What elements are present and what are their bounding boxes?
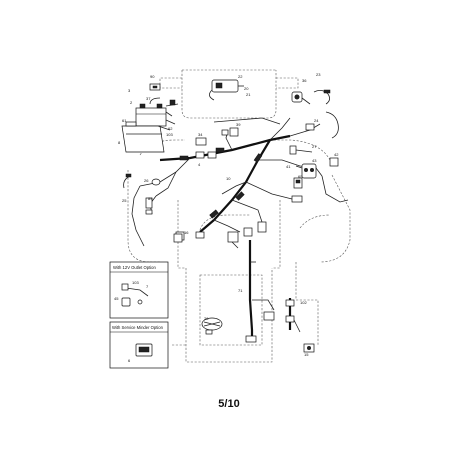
part-89	[145, 197, 153, 215]
part-16	[173, 233, 183, 243]
part-26	[151, 178, 161, 186]
callout-26: 26	[144, 178, 149, 183]
callout-62: 62	[168, 126, 173, 131]
callout-36: 36	[302, 78, 307, 83]
callout-42: 42	[334, 152, 339, 157]
callout-43: 43	[312, 158, 317, 163]
callout-24: 24	[314, 118, 319, 123]
callout-15: 15	[304, 352, 309, 357]
lead-24	[305, 111, 339, 139]
callout-2: 2	[130, 100, 133, 105]
main-harness	[131, 117, 349, 247]
starter-solenoid	[295, 163, 317, 179]
headlight-switch	[291, 91, 311, 105]
battery	[135, 103, 167, 127]
callout-21: 21	[246, 92, 251, 97]
callout-22: 22	[238, 74, 243, 79]
part-15	[303, 343, 315, 353]
callout-25: 25	[122, 198, 127, 203]
callout-8: 8	[118, 140, 121, 145]
part-39	[221, 127, 239, 137]
callout-65: 65	[298, 174, 303, 179]
part-42	[329, 157, 339, 167]
callout-20: 20	[244, 86, 249, 91]
part-90	[149, 83, 161, 91]
callout-37: 37	[146, 96, 151, 101]
callout-23: 23	[316, 72, 321, 77]
part-65	[293, 177, 303, 189]
callout-16: 16	[184, 230, 189, 235]
inset-12v-outlet-title: With 12V Outlet Option	[113, 265, 156, 270]
callout-71: 71	[238, 288, 243, 293]
part-27	[289, 145, 313, 155]
part-4	[195, 151, 217, 159]
inset-service-minder-title: With Service Minder Option	[112, 325, 164, 330]
part-29	[201, 317, 223, 335]
rear-harness	[245, 240, 275, 343]
part-10	[227, 227, 253, 249]
callout-labels: 90 22 20 21 23 36 3 2 37 61 62 103 8 34 …	[114, 72, 339, 363]
callout-41: 41	[286, 164, 291, 169]
callout-61: 61	[122, 118, 127, 123]
callout-10: 10	[226, 176, 231, 181]
callout-103-a: 103	[166, 132, 173, 137]
callout-102: 102	[300, 300, 307, 305]
part-34	[195, 137, 207, 146]
harness-connectors	[175, 147, 303, 241]
ignition-module	[209, 79, 244, 101]
callout-3: 3	[128, 88, 131, 93]
inset-service-minder: With Service Minder Option	[109, 321, 169, 369]
page-number: 5/10	[218, 398, 240, 410]
part-102	[285, 298, 301, 333]
tractor-outline	[127, 69, 351, 363]
callout-7: 7	[146, 284, 149, 289]
callout-45: 45	[114, 296, 119, 301]
callout-34: 34	[198, 132, 203, 137]
part-25	[123, 173, 132, 189]
battery-tray	[121, 121, 165, 153]
callout-89: 89	[148, 196, 153, 201]
inset-12v-outlet: With 12V Outlet Option	[109, 261, 169, 319]
callout-27: 27	[312, 144, 317, 149]
callout-90: 90	[150, 74, 155, 79]
battery-cables	[157, 99, 179, 131]
callout-103-b: 103	[132, 280, 139, 285]
callout-39: 39	[236, 122, 241, 127]
plug-23	[313, 89, 331, 105]
callout-4: 4	[198, 162, 201, 167]
callout-29: 29	[204, 316, 209, 321]
callout-6: 6	[128, 358, 131, 363]
battery-straps	[149, 97, 176, 125]
